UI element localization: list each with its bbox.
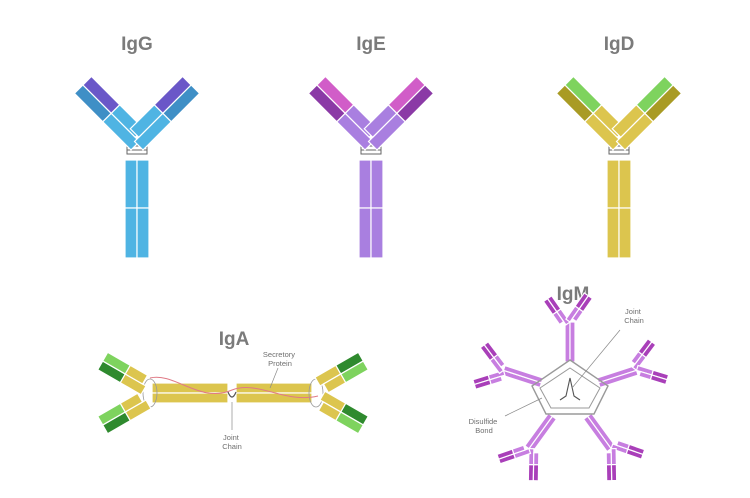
igm-monomer-2	[596, 337, 670, 389]
ige-arm-light-upper	[316, 75, 355, 115]
igm-arm-light-tip	[605, 464, 613, 482]
ige-antibody	[307, 75, 435, 259]
igm-joint-leader	[571, 329, 621, 389]
igg-arm-light-upper	[153, 75, 192, 115]
igm-monomer-arm	[472, 369, 506, 391]
igm-monomer-5	[472, 340, 544, 391]
iga-arm-left-top	[96, 351, 149, 396]
iga-antibody: Secretory Protein Joint Chain	[96, 350, 370, 451]
igm-monomer-stem-a	[564, 321, 571, 363]
igm-monomer-stem-b	[524, 412, 554, 450]
title-igg: IgG	[121, 34, 153, 55]
igg-heavy-chain-right-lower	[136, 207, 150, 259]
igg-arm-light-upper	[82, 75, 121, 115]
ige-right-arm	[363, 75, 435, 151]
igm-antibody: Joint Chain Disulfide Bond	[469, 292, 670, 482]
igd-heavy-chain-left-upper	[606, 159, 620, 209]
title-iga: IgA	[219, 329, 250, 350]
iga-secretory-label: Secretory Protein	[263, 350, 297, 368]
iga-arm-right-top	[314, 351, 370, 394]
igm-monomer-arm	[496, 444, 532, 465]
igm-monomers	[472, 292, 670, 482]
igm-arm-light-tip	[578, 294, 594, 313]
igd-arm-light-upper	[564, 75, 603, 115]
igm-monomer-arm	[479, 340, 506, 375]
igg-antibody	[73, 75, 201, 259]
ige-heavy-chain-right-upper	[370, 159, 384, 209]
igm-arm-light-tip	[473, 379, 492, 391]
igm-disulfide-label: Disulfide Bond	[469, 417, 500, 435]
igd-heavy-chain-right-upper	[618, 159, 632, 209]
igm-monomer-arm	[565, 292, 594, 323]
ige-arm-light-upper	[387, 75, 426, 115]
igm-monomer-3	[582, 412, 646, 482]
igg-heavy-chain-right-upper	[136, 159, 150, 209]
iga-arm-left-top-light-upper	[101, 351, 132, 375]
igg-heavy-chain-left-upper	[124, 159, 138, 209]
iga-joint-label: Joint Chain	[222, 433, 242, 451]
igm-monomer-arm	[635, 364, 670, 386]
igm-outer-ring	[531, 359, 609, 415]
igm-monomer-4	[496, 412, 558, 482]
iga-stems	[96, 351, 370, 435]
igg-left-arm	[73, 75, 145, 151]
iga-arm-left-bottom-light-upper	[96, 402, 127, 426]
igm-monomer-arm	[605, 447, 618, 482]
igm-arm-light-tip	[532, 464, 540, 482]
igm-monomer-arm	[527, 448, 540, 482]
igm-monomer-arm	[630, 337, 657, 372]
igd-right-arm	[611, 75, 683, 151]
iga-arm-right-bottom	[317, 390, 370, 435]
igm-monomer-arm	[610, 439, 646, 460]
igm-monomer-stem-b	[569, 321, 576, 363]
iga-arm-left-bottom	[96, 392, 152, 435]
igm-joint-label: Joint Chain	[624, 307, 644, 325]
iga-secretory-protein	[149, 376, 319, 399]
igm-arm-light	[605, 452, 613, 466]
igm-monomer-1	[542, 292, 594, 363]
ige-heavy-chain-right-lower	[370, 207, 384, 259]
iga-joint-chain	[227, 391, 237, 398]
igm-inner-ring	[539, 367, 601, 409]
igd-heavy-chain-left-lower	[606, 207, 620, 259]
igm-monomer-stem-b	[597, 369, 639, 389]
title-igd: IgD	[604, 34, 635, 55]
igm-arm-light-tip	[542, 297, 558, 316]
igm-arm-light-tip	[483, 340, 499, 359]
igm-monomer-stem-b	[502, 364, 544, 384]
title-ige: IgE	[356, 34, 386, 55]
igd-heavy-chain-right-lower	[618, 207, 632, 259]
iga-left-stem-bottom	[151, 392, 229, 404]
ige-heavy-chain-left-upper	[358, 159, 372, 209]
igm-arm-light-tip	[637, 337, 653, 356]
iga-arm-right-bottom-light-upper	[334, 411, 365, 435]
igm-disulfide-leader	[504, 397, 543, 417]
igm-arm-light	[532, 452, 540, 466]
ige-heavy-chain-left-lower	[358, 207, 372, 259]
igd-arm-light-upper	[635, 75, 674, 115]
igm-arm-light-tip	[627, 443, 646, 456]
igm-arm-light-tip	[649, 374, 668, 386]
iga-arm-right-top-light-upper	[339, 360, 370, 384]
igm-joint-chain	[559, 377, 581, 401]
igm-monomer-arm	[542, 294, 571, 326]
igd-antibody	[555, 75, 683, 259]
igm-arm-light-tip	[496, 448, 515, 460]
igm-monomer-stem-b	[582, 415, 612, 453]
igg-right-arm	[129, 75, 201, 151]
igg-heavy-chain-left-lower	[124, 207, 138, 259]
iga-secretory-leader	[269, 367, 279, 389]
